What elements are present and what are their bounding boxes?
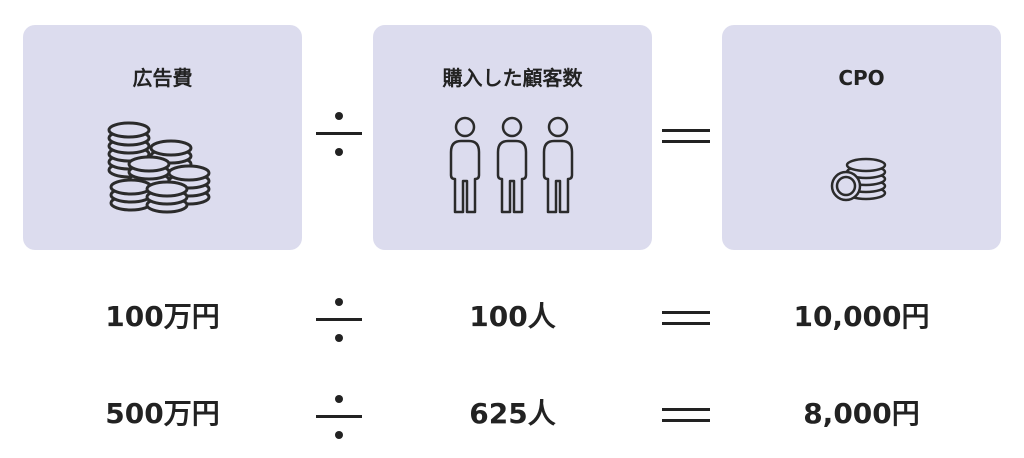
divide-icon — [316, 298, 362, 342]
cpo-value: 10,000円 — [793, 300, 930, 333]
equals-icon — [662, 408, 710, 422]
cpo-value: 8,000円 — [803, 397, 920, 430]
ad-cost-card: 広告費 — [23, 25, 302, 250]
coin-stacks-icon — [107, 121, 211, 214]
divide-operator — [314, 108, 364, 160]
divide-operator — [314, 391, 364, 443]
ad-cost-title: 広告費 — [132, 66, 193, 90]
equals-operator — [661, 406, 711, 424]
coin-stack-front-left — [109, 178, 153, 212]
divide-icon — [316, 395, 362, 439]
ad-cost-value: 500万円 — [105, 397, 220, 430]
customers-title: 購入した顧客数 — [442, 66, 583, 90]
equals-icon — [662, 311, 710, 325]
customers-card: 購入した顧客数 — [373, 25, 652, 250]
equals-operator — [661, 309, 711, 327]
divide-operator — [314, 294, 364, 346]
person-icon — [496, 116, 528, 214]
person-icon — [449, 116, 481, 214]
people-icon — [449, 116, 574, 214]
coin-stack-front-middle — [145, 180, 189, 214]
divide-icon — [316, 112, 362, 156]
cpo-card: CPO — [722, 25, 1001, 250]
equals-icon — [662, 129, 710, 143]
ad-cost-value: 100万円 — [105, 300, 220, 333]
coin-stack-icon — [830, 157, 887, 202]
cpo-title: CPO — [838, 66, 885, 90]
customers-value: 625人 — [469, 397, 556, 430]
customers-value: 100人 — [469, 300, 556, 333]
equals-operator — [661, 127, 711, 145]
person-icon — [542, 116, 574, 214]
